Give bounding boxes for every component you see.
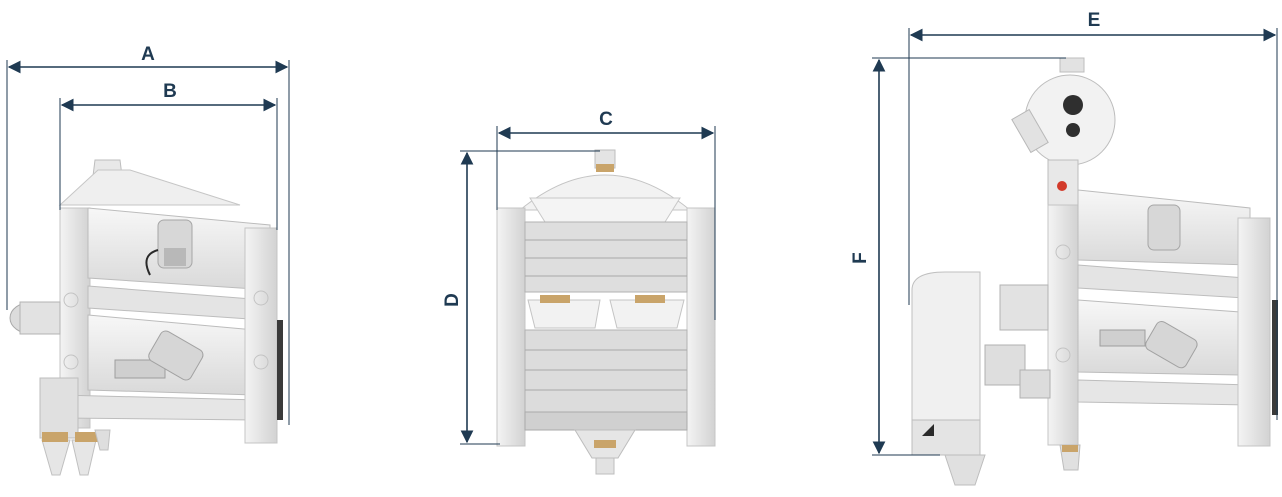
dimension-a: A xyxy=(6,44,290,425)
dimension-label-a: A xyxy=(141,44,155,65)
dimension-label-b: B xyxy=(163,81,177,102)
dimension-label-d: D xyxy=(442,293,463,307)
dimension-b: B xyxy=(59,81,278,230)
dimension-label-f: F xyxy=(850,252,871,264)
dimension-c: C xyxy=(496,109,716,320)
side-view-machine xyxy=(9,159,283,476)
dimension-label-e: E xyxy=(1088,10,1101,31)
dimension-e: E xyxy=(908,10,1278,420)
dimension-d: D xyxy=(442,150,600,445)
aspirator-view-machine xyxy=(911,57,1278,486)
dimension-label-c: C xyxy=(599,109,613,130)
front-view-machine xyxy=(496,149,716,475)
dimension-f: F xyxy=(850,57,1066,456)
